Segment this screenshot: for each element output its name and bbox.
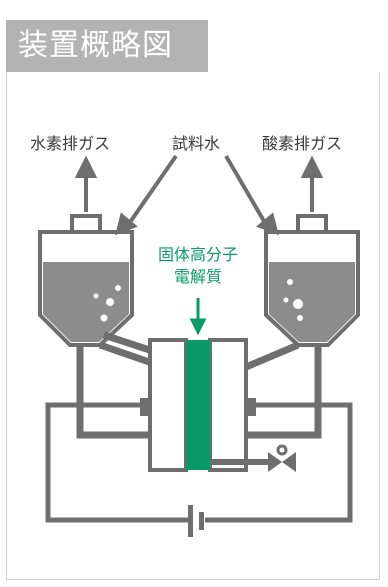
electrolysis-cell	[140, 338, 256, 472]
gas-exhaust-arrows	[74, 155, 324, 212]
sample-water-arrows	[115, 154, 279, 236]
electrolyte-label-line2: 電解質	[173, 267, 222, 286]
membrane-arrow	[189, 298, 207, 336]
diagram-frame	[6, 72, 380, 580]
inner-pipes	[76, 345, 322, 439]
drain-valve	[210, 444, 296, 472]
diagram-title: 装置概略図	[6, 20, 208, 72]
oxygen-exhaust-label: 酸素排ガス	[262, 134, 343, 153]
sample-water-label: 試料水	[172, 134, 221, 153]
electric-circuit	[45, 402, 353, 523]
electrolyte-label: 固体高分子 電解質	[134, 244, 262, 288]
solid-polymer-membrane	[186, 340, 210, 470]
hydrogen-tank	[38, 214, 134, 347]
bubbles-right	[283, 279, 303, 321]
bubbles-left	[93, 285, 121, 322]
hydrogen-exhaust-label: 水素排ガス	[30, 134, 111, 153]
battery-icon	[188, 505, 204, 537]
oxygen-tank	[264, 214, 360, 347]
electrolyte-label-line1: 固体高分子	[157, 245, 238, 264]
